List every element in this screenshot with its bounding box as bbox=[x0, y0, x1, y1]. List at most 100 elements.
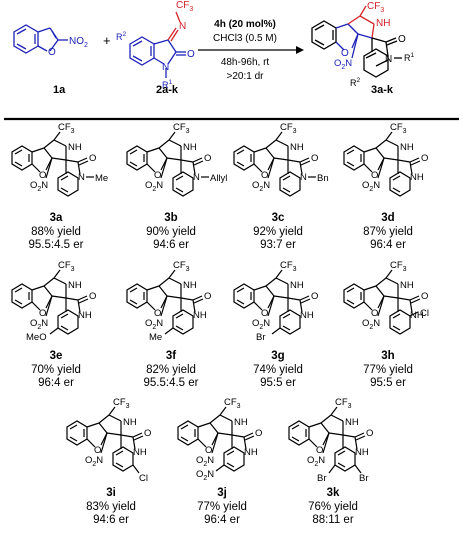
condition-time: 48h-96h, rt bbox=[190, 57, 300, 69]
r2-label: R2 bbox=[116, 31, 127, 42]
carbonyl-o-label: O bbox=[89, 153, 96, 164]
compound-id: 3e bbox=[49, 350, 63, 362]
no2-label: O2N bbox=[196, 455, 214, 468]
er-text: 96:4 er bbox=[204, 514, 240, 526]
aryl-substituent-label: Me bbox=[149, 332, 162, 343]
compound-id: 3d bbox=[381, 212, 395, 224]
carbonyl-o-label: O bbox=[421, 291, 428, 302]
cf3-label: CF3 bbox=[113, 397, 130, 410]
product-nh-label: NH bbox=[376, 18, 390, 29]
nitro-label: NO2 bbox=[69, 36, 88, 49]
cf3-label: CF3 bbox=[173, 260, 190, 273]
condition-solvent: CHCl3 (0.5 M) bbox=[190, 33, 300, 45]
carbonyl-o-label: O bbox=[255, 428, 262, 439]
no2-label: O2N bbox=[362, 318, 380, 331]
condition-dr: >20:1 dr bbox=[190, 71, 300, 83]
er-text: 93:7 er bbox=[260, 239, 296, 251]
carbonyl-o-label: O bbox=[311, 153, 318, 164]
no2-label: O2N bbox=[252, 318, 270, 331]
amide-nh-label: NH bbox=[78, 310, 92, 321]
label-2a-k: 2a-k bbox=[156, 84, 179, 96]
amide-n-label: N bbox=[193, 172, 200, 183]
carbonyl-o-label: O bbox=[204, 153, 211, 164]
product-cf3-label: CF3 bbox=[367, 1, 384, 14]
ring-o-label: O bbox=[371, 308, 378, 319]
amide-nh-label: NH bbox=[355, 447, 369, 458]
yield-text: 77% yield bbox=[363, 364, 413, 376]
n-substituent-label: Bn bbox=[317, 173, 329, 184]
yield-text: 70% yield bbox=[31, 364, 81, 376]
amide-nh-label: NH bbox=[410, 310, 424, 321]
ring-o-label: O bbox=[371, 170, 378, 181]
n-substituent-label: Me bbox=[95, 173, 108, 184]
nh-label: NH bbox=[290, 142, 304, 153]
no2-label: O2N bbox=[30, 180, 48, 193]
cf3-label: CF3 bbox=[335, 397, 352, 410]
carbonyl-o-label: O bbox=[204, 291, 211, 302]
product-o-label: O bbox=[398, 34, 406, 45]
ring-o-label: O bbox=[261, 308, 268, 319]
aryl-substituent-label: MeO bbox=[26, 332, 47, 343]
ring-o-label: O bbox=[261, 170, 268, 181]
cf3-label: CF3 bbox=[390, 122, 407, 135]
yield-text: 90% yield bbox=[146, 226, 196, 238]
compound-id: 3f bbox=[165, 350, 177, 362]
carbonyl-o-label: O bbox=[311, 291, 318, 302]
cf3-label: CF3 bbox=[176, 0, 193, 13]
er-text: 95.5:4.5 er bbox=[143, 377, 199, 389]
amide-nh-label: NH bbox=[133, 447, 147, 458]
aryl-substituent-label: Br bbox=[317, 473, 327, 484]
carbonyl-o-label: O bbox=[421, 153, 428, 164]
cf3-label: CF3 bbox=[390, 260, 407, 273]
ring-o-label: O bbox=[154, 308, 161, 319]
no2-label: O2N bbox=[307, 455, 325, 468]
amide-nh-label: NH bbox=[410, 172, 424, 183]
cf3-label: CF3 bbox=[280, 260, 297, 273]
product-r2-label: R2 bbox=[350, 77, 361, 88]
compound-id: 3a bbox=[49, 212, 63, 224]
ring-o-label: O bbox=[154, 170, 161, 181]
yield-text: 92% yield bbox=[253, 226, 303, 238]
amide-n-label: N bbox=[300, 172, 307, 183]
amide-nh-label: NH bbox=[300, 310, 314, 321]
er-text: 88:11 er bbox=[312, 514, 354, 526]
cf3-label: CF3 bbox=[280, 122, 297, 135]
yield-text: 76% yield bbox=[308, 501, 358, 513]
ring-o-label: O bbox=[316, 445, 323, 456]
ring-o-label: O bbox=[39, 170, 46, 181]
carbonyl-o-label: O bbox=[89, 291, 96, 302]
no2-label: O2N bbox=[362, 180, 380, 193]
yield-text: 83% yield bbox=[86, 501, 136, 513]
oxygen-label: O bbox=[48, 47, 56, 58]
imine-n-label: N bbox=[179, 21, 186, 32]
no2-label: O2N bbox=[145, 318, 163, 331]
solvent-text: CHCl3 (0.5 M) bbox=[213, 33, 277, 44]
yield-text: 74% yield bbox=[253, 364, 303, 376]
product-3-structure bbox=[311, 5, 402, 78]
nh-label: NH bbox=[68, 142, 82, 153]
compound-id: 3k bbox=[326, 487, 340, 499]
r1-label: R1 bbox=[162, 79, 173, 90]
nh-label: NH bbox=[400, 280, 414, 291]
yield-text: 87% yield bbox=[363, 226, 413, 238]
time-text: 48h-96h, rt bbox=[220, 57, 270, 68]
reaction-arrow bbox=[198, 46, 304, 54]
carbonyl-o-label: O bbox=[187, 49, 195, 60]
cf3-label: CF3 bbox=[224, 397, 241, 410]
nh-label: NH bbox=[400, 142, 414, 153]
